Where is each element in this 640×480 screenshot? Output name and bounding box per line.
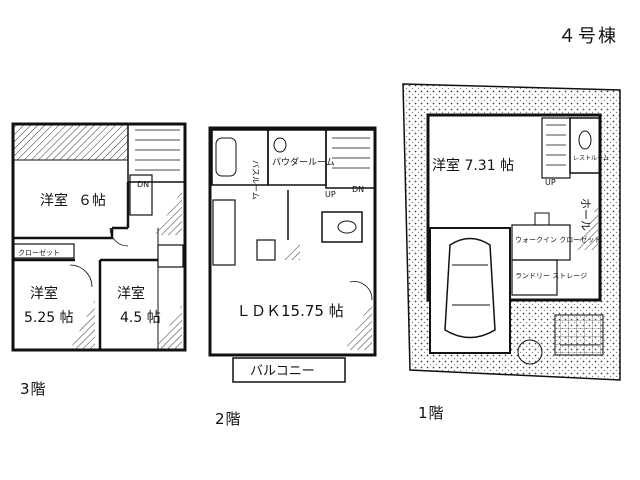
floor-label-1f: 1階 (418, 404, 445, 422)
building-number: ４号棟 (558, 26, 618, 47)
room-western-525-name: 洋室 (30, 285, 58, 302)
floor-2f (208, 126, 377, 383)
room-western-731: 洋室 7.31 帖 (432, 157, 514, 174)
label-up-2f: UP (325, 190, 336, 199)
label-dn-3f: DN (137, 180, 149, 189)
floor-1f-labels: 洋室 7.31 帖 UP レストルーム ホール ウォークイン クローゼット ラン… (432, 155, 609, 280)
balcony-label: バルコニー (250, 364, 315, 379)
room-western-6-size: ６帖 (78, 193, 106, 209)
bath-label: バスルーム (251, 160, 260, 200)
hall-label: ホール (579, 198, 592, 231)
closet-label-3f-a: クローゼット (18, 248, 60, 257)
label-up-1f: UP (545, 178, 556, 187)
restroom-label: レストルーム (573, 155, 609, 162)
floor-label-2f: 2階 (215, 410, 242, 428)
room-western-45-size: 4.5 帖 (120, 310, 161, 326)
walkin-label: ウォークイン クローゼット (515, 235, 601, 244)
ldk-label: ＬＤＫ15.75 帖 (236, 302, 344, 320)
floor-1f (402, 83, 621, 381)
storage-label: ランドリー ストレージ (515, 272, 587, 280)
powder-label: パウダールーム (272, 156, 335, 168)
label-dn-2f: DN (352, 185, 364, 194)
floor-label-3f: 3階 (20, 380, 47, 398)
floor-3f (11, 122, 187, 352)
room-western-45-name: 洋室 (117, 285, 145, 302)
room-western-525-size: 5.25 帖 (24, 310, 74, 326)
room-western-6-name: 洋室 (40, 192, 68, 209)
floor-3f-labels: 洋室 ６帖 DN クローゼット 洋室 5.25 帖 洋室 4.5 帖 (18, 180, 161, 326)
floor-2f-labels: バスルーム パウダールーム UP DN ＬＤＫ15.75 帖 バルコニー (236, 156, 364, 379)
roof-hatch (12, 123, 129, 161)
